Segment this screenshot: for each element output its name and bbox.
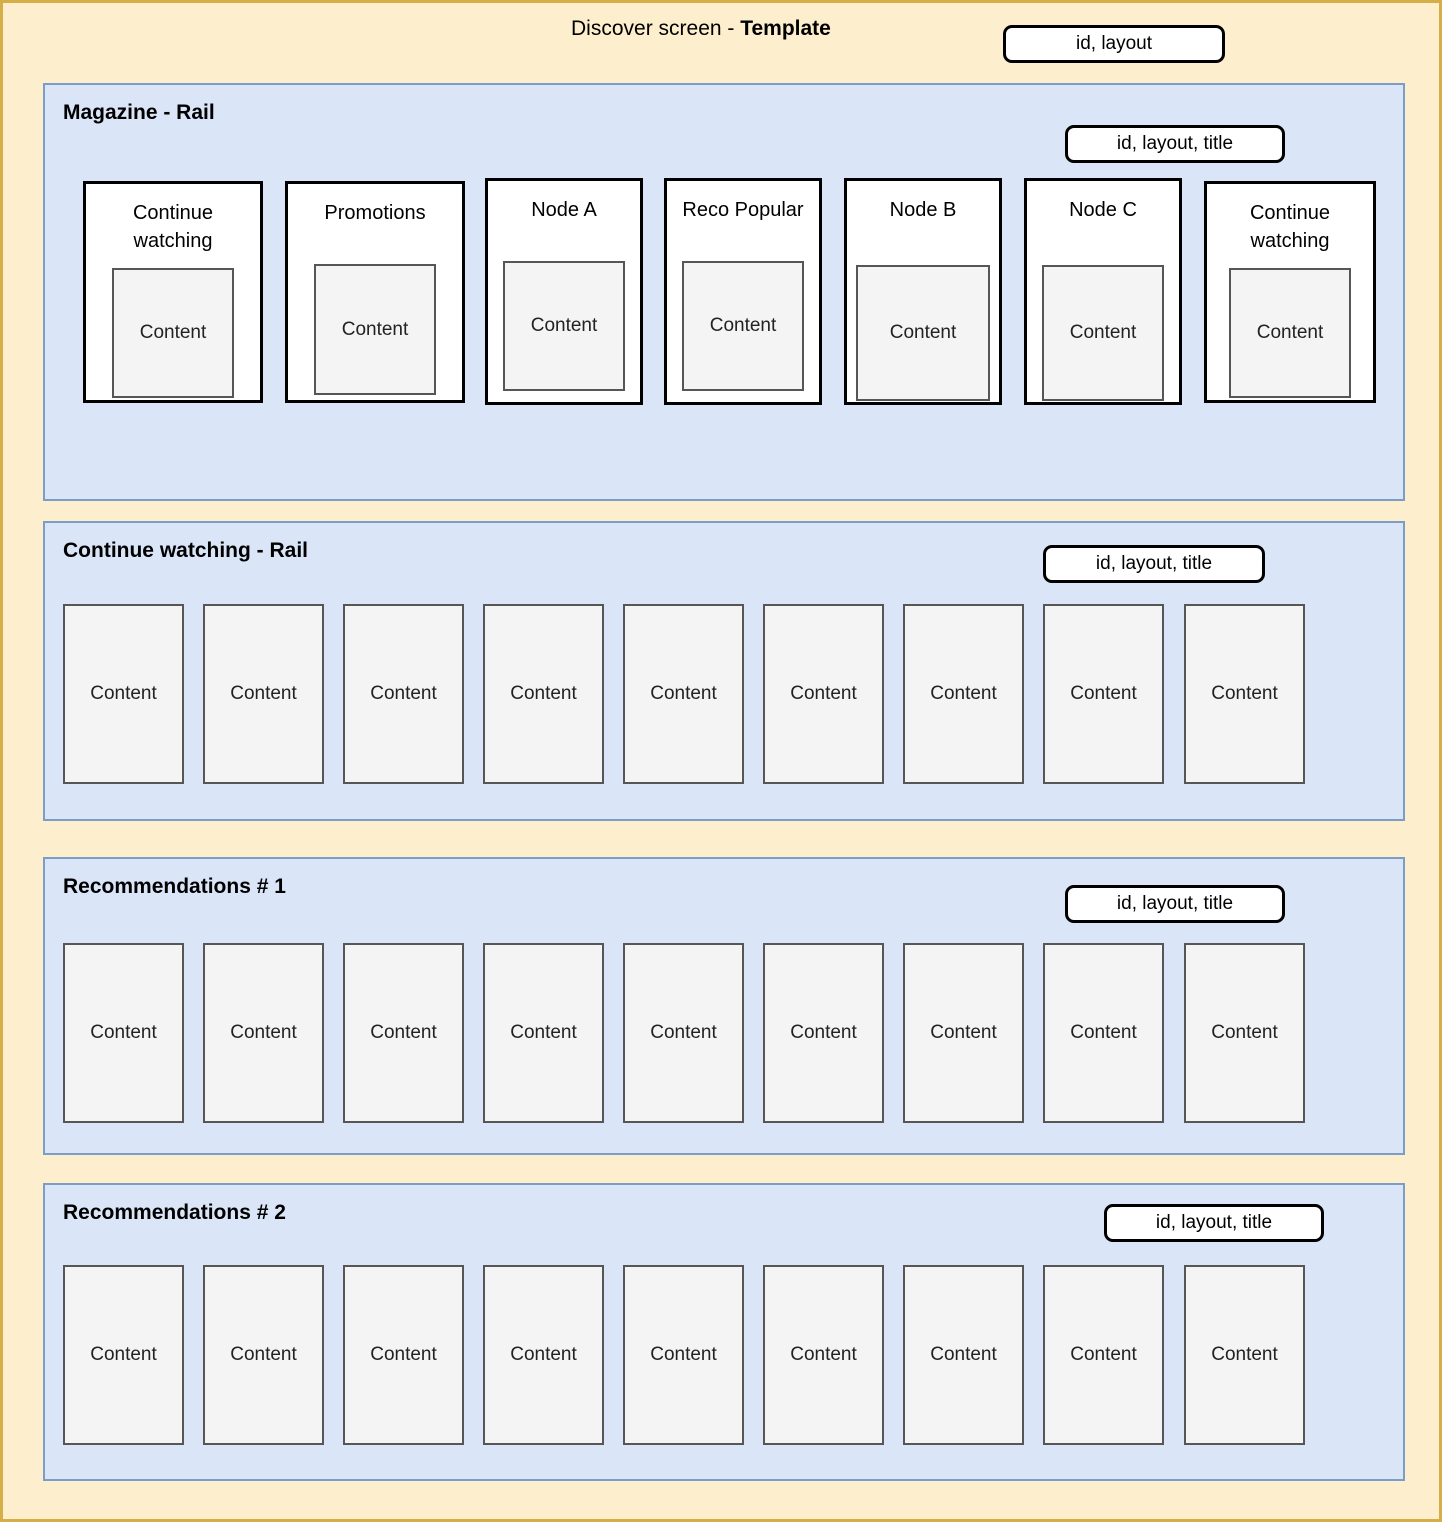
content-tile[interactable]: Content xyxy=(203,604,324,784)
magazine-card-content[interactable]: Content xyxy=(314,264,436,395)
content-tile[interactable]: Content xyxy=(483,943,604,1123)
badge-recommendations-2[interactable]: id, layout, title xyxy=(1104,1204,1324,1242)
magazine-card-content[interactable]: Content xyxy=(112,268,234,398)
badge-magazine-rail[interactable]: id, layout, title xyxy=(1065,125,1285,163)
magazine-card[interactable]: Continue watching Content xyxy=(1204,181,1376,403)
magazine-card-content[interactable]: Content xyxy=(856,265,990,401)
page-header: Discover screen - Template id, layout xyxy=(3,3,1439,75)
content-tile[interactable]: Content xyxy=(763,943,884,1123)
content-tile[interactable]: Content xyxy=(203,1265,324,1445)
content-tile[interactable]: Content xyxy=(763,604,884,784)
magazine-card-title: Continue watching xyxy=(132,202,214,252)
content-tile[interactable]: Content xyxy=(1184,1265,1305,1445)
magazine-card-content[interactable]: Content xyxy=(682,261,804,391)
content-tile[interactable]: Content xyxy=(1184,943,1305,1123)
magazine-card-title: Reco Popular xyxy=(682,199,804,221)
content-tile[interactable]: Content xyxy=(343,943,464,1123)
magazine-card[interactable]: Node A Content xyxy=(485,178,643,405)
content-tile[interactable]: Content xyxy=(623,943,744,1123)
content-tile[interactable]: Content xyxy=(63,1265,184,1445)
content-tile[interactable]: Content xyxy=(1043,604,1164,784)
panel-title-recommendations-2: Recommendations # 2 xyxy=(63,1201,286,1224)
content-tile[interactable]: Content xyxy=(903,604,1024,784)
content-tile[interactable]: Content xyxy=(903,943,1024,1123)
page-title-prefix: Discover screen - xyxy=(571,17,741,40)
content-tile[interactable]: Content xyxy=(343,604,464,784)
content-tile[interactable]: Content xyxy=(343,1265,464,1445)
content-tile[interactable]: Content xyxy=(63,604,184,784)
magazine-card[interactable]: Continue watching Content xyxy=(83,181,263,403)
content-tile[interactable]: Content xyxy=(1043,1265,1164,1445)
magazine-card-title: Promotions xyxy=(324,202,426,224)
content-tile[interactable]: Content xyxy=(483,1265,604,1445)
magazine-card[interactable]: Node B Content xyxy=(844,178,1002,405)
content-tile[interactable]: Content xyxy=(763,1265,884,1445)
content-tile[interactable]: Content xyxy=(623,1265,744,1445)
page-title: Discover screen - Template xyxy=(571,17,831,41)
magazine-card-title: Node A xyxy=(531,199,597,221)
magazine-card-content[interactable]: Content xyxy=(1229,268,1351,398)
header-badge-id-layout[interactable]: id, layout xyxy=(1003,25,1225,63)
magazine-card-title: Node B xyxy=(889,199,957,221)
content-tile[interactable]: Content xyxy=(63,943,184,1123)
panel-title-recommendations-1: Recommendations # 1 xyxy=(63,875,286,898)
magazine-card[interactable]: Reco Popular Content xyxy=(664,178,822,405)
content-tile[interactable]: Content xyxy=(483,604,604,784)
magazine-card-content[interactable]: Content xyxy=(503,261,625,391)
badge-continue-watching-rail[interactable]: id, layout, title xyxy=(1043,545,1265,583)
content-tile[interactable]: Content xyxy=(903,1265,1024,1445)
magazine-card-title: Node C xyxy=(1069,199,1137,221)
magazine-card-title: Continue watching xyxy=(1249,202,1331,252)
badge-recommendations-1[interactable]: id, layout, title xyxy=(1065,885,1285,923)
magazine-card-content[interactable]: Content xyxy=(1042,265,1164,401)
panel-title-magazine-rail: Magazine - Rail xyxy=(63,101,215,124)
panel-title-continue-watching-rail: Continue watching - Rail xyxy=(63,539,308,562)
magazine-card[interactable]: Node C Content xyxy=(1024,178,1182,405)
content-tile[interactable]: Content xyxy=(1043,943,1164,1123)
page-title-strong: Template xyxy=(740,17,831,40)
magazine-card[interactable]: Promotions Content xyxy=(285,181,465,403)
content-tile[interactable]: Content xyxy=(1184,604,1305,784)
content-tile[interactable]: Content xyxy=(203,943,324,1123)
content-tile[interactable]: Content xyxy=(623,604,744,784)
